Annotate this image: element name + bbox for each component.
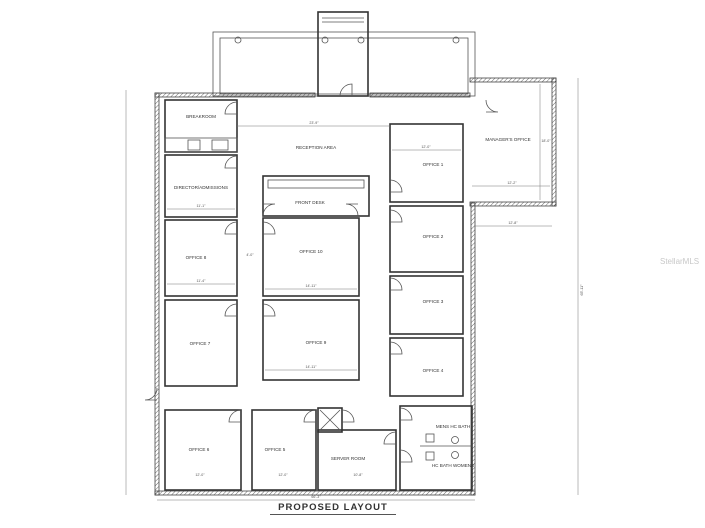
porch (212, 11, 476, 97)
watermark: StellarMLS (660, 257, 700, 266)
dim-overall-depth: 65'-11" (580, 284, 584, 296)
room-label-office5: OFFICE 5 (265, 447, 286, 452)
dim-office6: 12'-0" (195, 473, 205, 477)
room-label-office8: OFFICE 8 (186, 255, 207, 260)
interior-walls (164, 99, 473, 491)
room-label-office9: OFFICE 9 (306, 340, 327, 345)
room-label-office3: OFFICE 3 (423, 299, 444, 304)
plan-title: PROPOSED LAYOUT (270, 502, 396, 515)
dim-corridor: 4'-0" (246, 253, 254, 257)
dim-managers-depth: 18'-0" (541, 139, 551, 143)
room-label-office4: OFFICE 4 (423, 368, 444, 373)
exterior-walls (154, 77, 557, 496)
room-label-managers-office: MANAGER'S OFFICE (485, 137, 530, 142)
dim-reception: 23'-9" (309, 121, 319, 125)
room-label-mens-bath: MENS HC BATH (436, 424, 470, 429)
dim-server: 10'-8" (353, 473, 363, 477)
room-label-office2: OFFICE 2 (423, 234, 444, 239)
room-label-office1: OFFICE 1 (423, 162, 444, 167)
dim-director: 11'-1" (197, 204, 207, 208)
dim-office10: 14'-11" (306, 284, 318, 288)
room-label-breakroom: BREAKROOM (186, 114, 216, 119)
dim-managers-offset: 12'-8" (508, 221, 518, 225)
room-label-front-desk: FRONT DESK (295, 200, 325, 205)
dim-office8: 11'-4" (197, 279, 207, 283)
room-label-office7: OFFICE 7 (190, 341, 211, 346)
room-label-director: DIRECTOR/ADMISSIONS (174, 185, 228, 190)
dim-office1: 12'-0" (421, 145, 431, 149)
room-label-womens-bath: HC BATH WOMENS (432, 463, 474, 468)
room-label-office10: OFFICE 10 (299, 249, 323, 254)
dim-office9: 14'-11" (306, 365, 318, 369)
room-label-office6: OFFICE 6 (189, 447, 210, 452)
room-label-server-room: SERVER ROOM (331, 456, 366, 461)
dim-managers-width: 12'-2" (507, 181, 517, 185)
doors (144, 99, 499, 463)
dim-office5: 12'-0" (278, 473, 288, 477)
room-label-reception: RECEPTION AREA (296, 145, 337, 150)
dim-overall-width: 66'-3" (311, 495, 321, 499)
dimension-lines (125, 78, 579, 501)
